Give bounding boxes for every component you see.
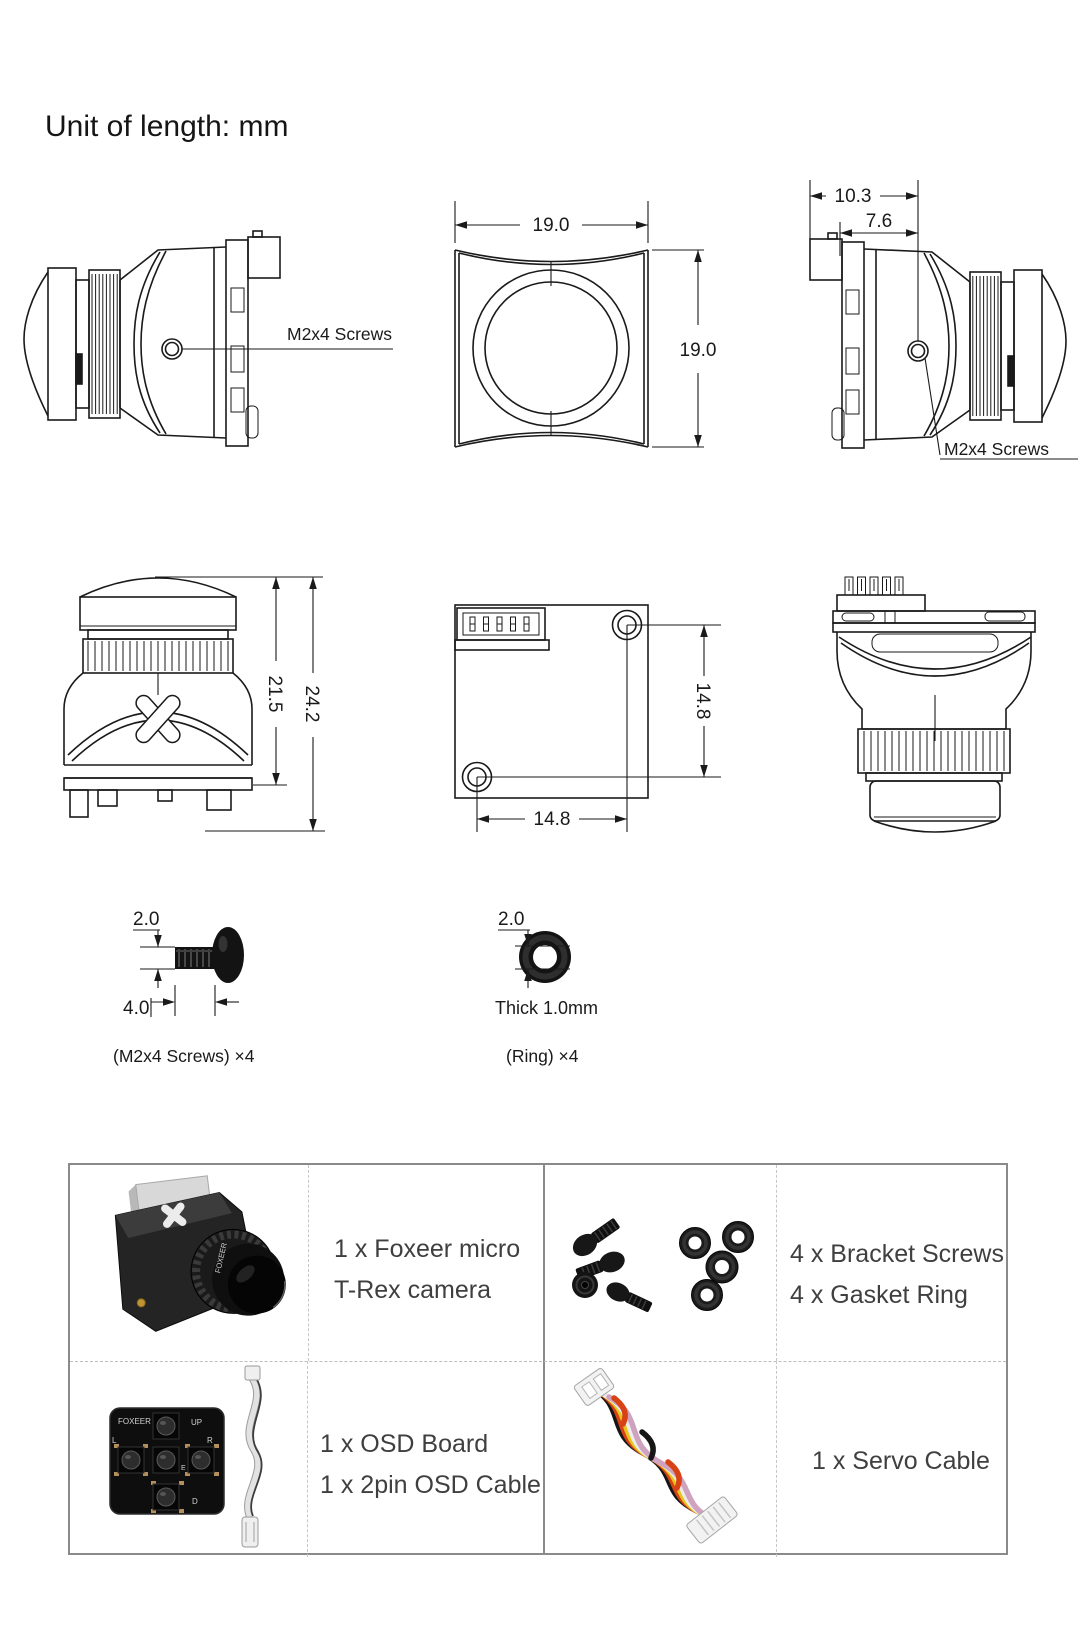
- osd-buttons: [117, 1412, 215, 1511]
- package-item-screws: 4 x Bracket Screws 4 x Gasket Ring: [790, 1234, 1004, 1316]
- screw-detail: 2.0 4.0 (M2x4 Screws) ×4: [113, 909, 255, 1066]
- side-view-right: 10.3 7.6 M2x4 Screws: [809, 180, 1078, 460]
- package-item-line: 1 x Foxeer micro: [334, 1235, 521, 1263]
- dim-pcb-vertical: 14.8: [692, 683, 713, 720]
- package-item-line: 4 x Gasket Ring: [790, 1281, 968, 1309]
- package-item-camera: 1 x Foxeer micro T-Rex camera: [334, 1229, 520, 1311]
- osd-label-down: D: [192, 1497, 198, 1506]
- osd-solder-pads: [114, 1444, 219, 1513]
- package-item-osd: 1 x OSD Board 1 x 2pin OSD Cable: [320, 1424, 541, 1506]
- dim-screw-diameter: 2.0: [133, 909, 159, 930]
- dim-body-height-inner: 21.5: [264, 676, 285, 713]
- screw-callout-right: M2x4 Screws: [944, 439, 1049, 459]
- page-title: Unit of length: mm: [45, 110, 289, 143]
- table-divider-vertical: [543, 1165, 545, 1553]
- ring-caption: (Ring) ×4: [506, 1046, 579, 1066]
- front-view: 19.0 19.0: [454, 201, 717, 448]
- pcb-view: 14.8 14.8: [454, 604, 721, 832]
- cell-divider: [776, 1361, 777, 1557]
- table-divider-horizontal: [70, 1361, 1006, 1362]
- height-view: 21.5 24.2: [63, 576, 325, 832]
- cell-divider: [308, 1165, 309, 1361]
- ring-detail: 2.0 Thick 1.0mm (Ring) ×4: [495, 909, 598, 1066]
- package-item-line: 4 x Bracket Screws: [790, 1240, 1004, 1268]
- osd-board-photo: FOXEER UP L R E D: [109, 1365, 263, 1548]
- osd-label-left: L: [112, 1436, 117, 1445]
- package-item-line: 1 x 2pin OSD Cable: [320, 1471, 541, 1499]
- dim-front-width: 19.0: [533, 215, 570, 236]
- osd-brand-text: FOXEER: [118, 1417, 151, 1426]
- ring-thickness-label: Thick 1.0mm: [495, 998, 598, 1018]
- dim-pcb-horizontal: 14.8: [534, 809, 571, 830]
- osd-label-enter: E: [181, 1465, 186, 1472]
- dim-front-height: 19.0: [680, 340, 717, 361]
- dim-side-depth-outer: 10.3: [835, 186, 872, 207]
- dim-body-height-outer: 24.2: [301, 686, 322, 723]
- dim-side-depth-inner: 7.6: [866, 211, 892, 232]
- dim-screw-length: 4.0: [123, 998, 149, 1019]
- side-view-left: M2x4 Screws: [23, 230, 393, 447]
- package-item-line: 1 x Servo Cable: [812, 1447, 990, 1475]
- osd-cable-photo: [241, 1365, 263, 1548]
- osd-label-right: R: [207, 1436, 213, 1445]
- osd-label-up: UP: [191, 1418, 202, 1427]
- package-table: 1 x Foxeer micro T-Rex camera 4 x Bracke…: [68, 1163, 1008, 1557]
- package-item-line: T-Rex camera: [334, 1276, 491, 1304]
- dim-ring-hole: 2.0: [498, 909, 524, 930]
- cell-divider: [776, 1165, 777, 1361]
- cell-divider: [307, 1361, 308, 1557]
- rear-view: [832, 576, 1036, 833]
- package-item-line: 1 x OSD Board: [320, 1430, 489, 1458]
- package-item-servo: 1 x Servo Cable: [812, 1441, 990, 1482]
- screw-caption: (M2x4 Screws) ×4: [113, 1046, 255, 1066]
- camera-photo: FOXEER: [114, 1175, 286, 1332]
- screws-rings-photo: [572, 1218, 754, 1312]
- servo-cable-photo: [573, 1368, 738, 1544]
- gasket-rings: [679, 1221, 754, 1311]
- screw-callout-left: M2x4 Screws: [287, 324, 392, 344]
